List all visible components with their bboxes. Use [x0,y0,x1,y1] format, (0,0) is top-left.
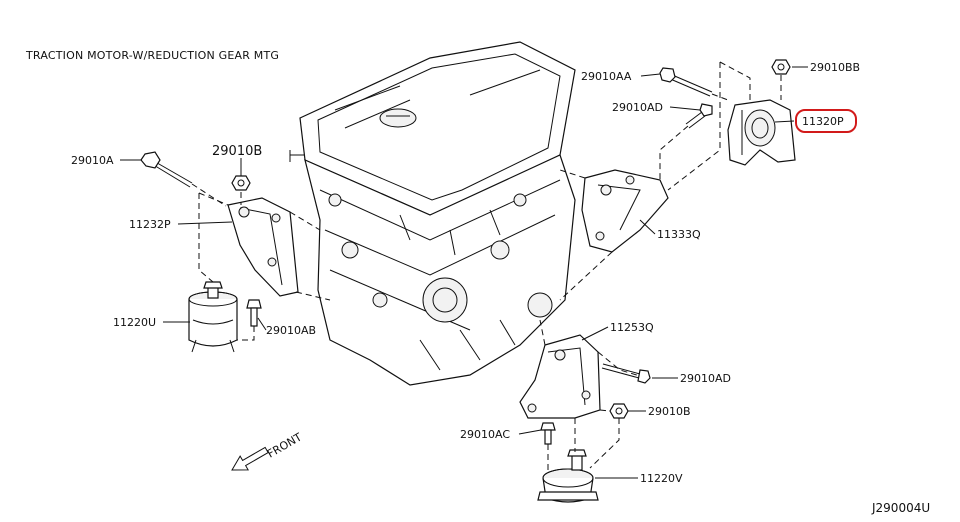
label-11320P: 11320P [802,115,844,128]
label-29010AD-top: 29010AD [612,101,663,114]
label-11333Q: 11333Q [657,228,701,241]
label-29010AB: 29010AB [266,324,316,337]
insulator-11220U [188,281,238,353]
label-29010AA: 29010AA [581,70,632,83]
nut-29010B-right [609,403,629,419]
bracket-11253Q [519,334,601,419]
diagram-title: TRACTION MOTOR-W/REDUCTION GEAR MTG [25,49,279,62]
leader-lines [120,66,808,479]
label-29010BB: 29010BB [810,61,860,74]
nut-29010BB [771,59,791,75]
label-29010A: 29010A [71,154,114,167]
label-29010B-right: 29010B [648,405,691,418]
bracket-11232P [227,197,299,297]
bolt-29010AB [246,299,262,327]
label-29010AC: 29010AC [460,428,510,441]
bolt-29010AA [659,67,713,97]
diagram-code: J290004U [871,501,930,515]
label-11220U: 11220U [113,316,156,329]
assembly-lines [191,61,782,470]
bolt-29010AC [540,422,556,445]
traction-motor-assembly [289,41,576,386]
label-11220V: 11220V [640,472,683,485]
bolt-29010AD-low [601,363,651,384]
front-label: FRONT [265,430,304,460]
front-arrow-icon [231,446,269,471]
label-11253Q: 11253Q [610,321,654,334]
bolt-29010A [140,151,193,188]
insulator-11320P [727,99,796,166]
nut-29010B-left [231,175,251,191]
bolt-29010AD-top [685,103,713,129]
insulator-11220V [537,449,599,503]
label-29010AD-low: 29010AD [680,372,731,385]
label-29010B-left: 29010B [212,144,262,159]
bracket-11333Q [581,169,669,253]
highlight-box-11320P [795,109,857,133]
label-11232P: 11232P [129,218,171,231]
